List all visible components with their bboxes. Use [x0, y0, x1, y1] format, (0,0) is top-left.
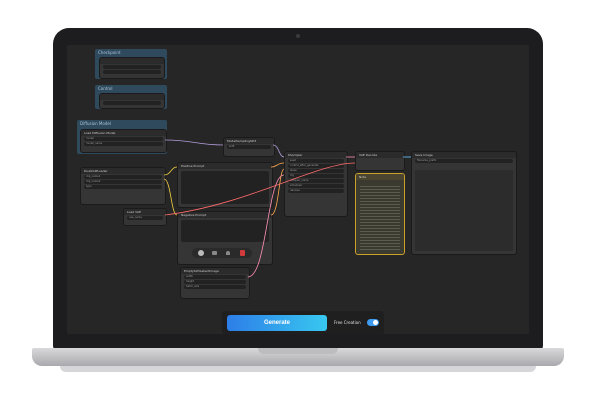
free-creation-label: Free Creation — [334, 320, 361, 325]
circle-icon[interactable] — [198, 250, 204, 256]
node-field[interactable]: sampler_name — [288, 179, 344, 183]
node-field[interactable]: cfg — [288, 174, 344, 178]
connection-wires — [163, 139, 411, 278]
node-empty-latent-image[interactable]: EmptySD3LatentImage width height batch_s… — [180, 267, 250, 299]
wire-vae-decode — [164, 162, 356, 216]
delete-icon[interactable] — [240, 250, 245, 256]
node-field[interactable]: model — [84, 137, 163, 141]
node-field[interactable]: width — [184, 275, 246, 279]
node-negative-prompt[interactable]: Negative Prompt — [177, 211, 273, 265]
node-save-image[interactable]: Save Image filename_prefix — [411, 151, 517, 255]
toggle-knob — [373, 320, 378, 325]
node-note[interactable]: Note — [355, 173, 405, 255]
node-field[interactable]: seed — [288, 159, 344, 163]
prompt-textarea[interactable] — [181, 171, 269, 204]
camera-dot — [296, 34, 300, 38]
bottom-action-bar: Generate Free Creation — [222, 311, 384, 334]
group-title: Diffusion Model — [80, 121, 111, 126]
node-load-vae[interactable]: Load VAE vae_name — [123, 208, 167, 226]
node-field[interactable]: control_after_generate — [288, 164, 344, 168]
node-field[interactable]: filename_prefix — [415, 159, 513, 163]
node-ksampler[interactable]: KSampler seed control_after_generate ste… — [284, 151, 348, 217]
node-title: Save Image — [412, 152, 516, 158]
node-field[interactable]: shift — [227, 145, 271, 149]
node-field[interactable]: vae_name — [127, 216, 163, 220]
node-dual-clip-loader[interactable]: DualCLIPLoader clip_name1 clip_name2 typ… — [80, 167, 166, 205]
screen: Checkpoint Control Diffusion Model Load … — [67, 45, 529, 334]
node-title: EmptySD3LatentImage — [181, 268, 249, 274]
wire-latent-ksampler — [247, 174, 285, 278]
node-title: Note — [356, 174, 404, 180]
brush-icon[interactable] — [212, 251, 217, 255]
node-field[interactable]: denoise — [288, 189, 344, 193]
wire-sampling-ksampler — [272, 144, 285, 158]
bell-icon[interactable] — [226, 251, 230, 255]
prompt-toolbar — [192, 248, 252, 258]
node-field[interactable]: model_name — [84, 142, 163, 146]
image-preview — [415, 170, 513, 251]
base-shadow — [60, 366, 536, 372]
wire-model — [164, 139, 224, 146]
node-positive-prompt[interactable]: Positive Prompt — [177, 162, 273, 208]
wire-negative-ksampler — [270, 168, 285, 216]
node-title: ModelSamplingSD3 — [224, 138, 274, 144]
node-field[interactable]: type — [84, 185, 162, 189]
node-title: Negative Prompt — [178, 212, 272, 218]
group-title: Checkpoint — [98, 50, 121, 55]
node-title: VAE Decode — [356, 152, 404, 158]
base-notch — [258, 348, 338, 354]
wire-clip-positive — [163, 166, 178, 176]
node-title: DualCLIPLoader — [81, 168, 165, 174]
wire-clip-negative — [163, 178, 178, 216]
node-field[interactable]: clip_name2 — [84, 180, 162, 184]
node-checkpoint-loader[interactable] — [99, 57, 165, 79]
prompt-textarea[interactable] — [181, 220, 269, 242]
node-vae-decode[interactable]: VAE Decode — [355, 151, 405, 171]
node-field[interactable]: height — [184, 280, 246, 284]
wire-positive-ksampler — [270, 162, 285, 168]
node-field[interactable]: scheduler — [288, 184, 344, 188]
node-control-loader[interactable] — [99, 93, 165, 109]
note-text-block — [360, 184, 400, 250]
node-field[interactable]: clip_name1 — [84, 175, 162, 179]
node-title: KSampler — [285, 152, 347, 158]
node-title: Positive Prompt — [178, 163, 272, 169]
group-title: Control — [98, 86, 113, 91]
node-title: Load Diffusion Model — [81, 130, 166, 136]
node-model-sampling[interactable]: ModelSamplingSD3 shift — [223, 137, 275, 157]
laptop-base — [32, 348, 564, 366]
generate-button[interactable]: Generate — [227, 315, 327, 331]
node-load-diffusion-model[interactable]: Load Diffusion Model model model_name — [80, 129, 167, 153]
node-title: Load VAE — [124, 209, 166, 215]
node-field[interactable]: batch_size — [184, 285, 246, 289]
free-creation-toggle[interactable] — [367, 319, 379, 326]
